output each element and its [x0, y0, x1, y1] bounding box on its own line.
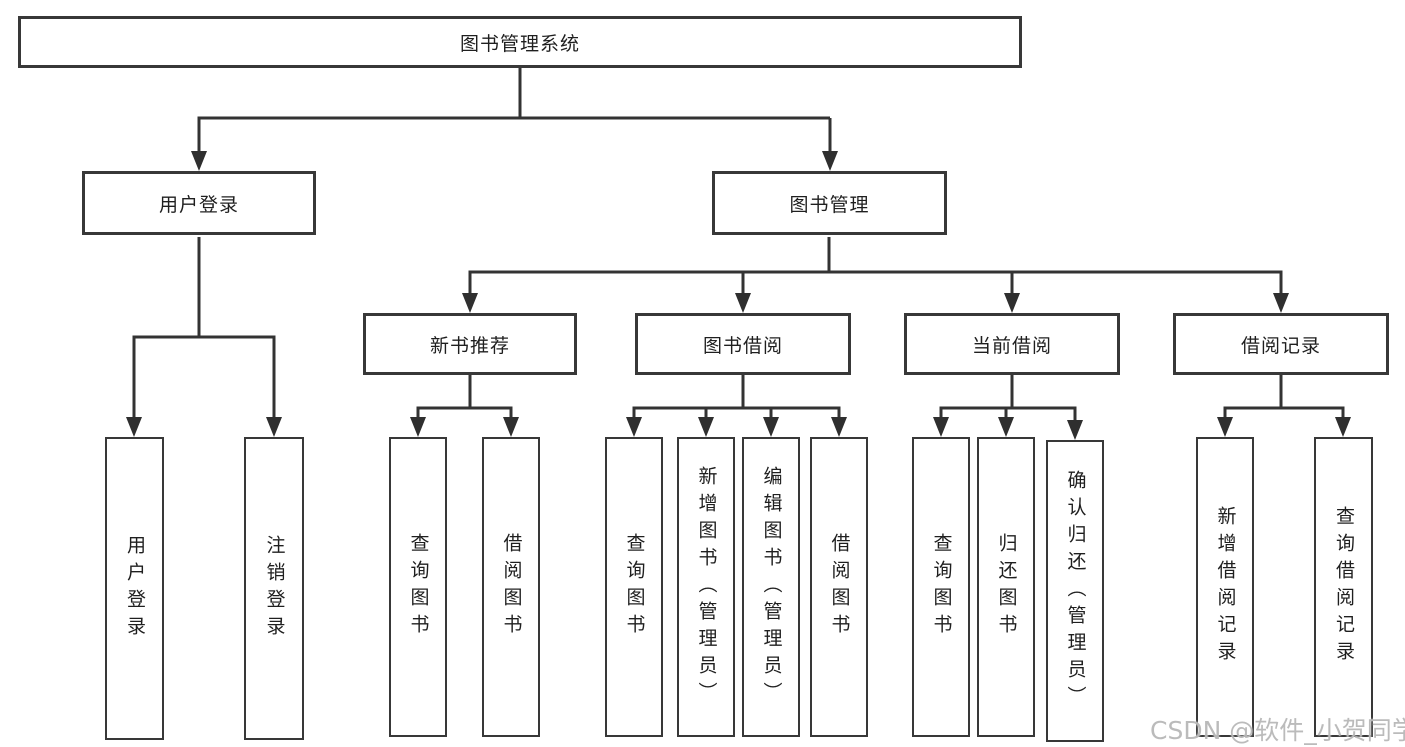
borrow-records-label: 借阅记录: [1240, 334, 1321, 357]
leaf-logout-label: 注销登录: [263, 534, 286, 643]
leaf-edit-books-admin-label: 编辑图书（管理员）: [760, 465, 783, 709]
leaf-add-borrow-record-label: 新增借阅记录: [1214, 506, 1237, 668]
book-mgmt-branch-label: 图书管理: [789, 193, 870, 216]
node-leaf-query-books-1: 查询图书: [389, 437, 447, 737]
node-new-book-recommend: 新书推荐: [363, 313, 577, 375]
root-label: 图书管理系统: [459, 32, 580, 55]
node-leaf-return-books: 归还图书: [977, 437, 1035, 737]
node-current-borrow: 当前借阅: [904, 313, 1120, 375]
leaf-confirm-return-admin-label: 确认归还（管理员）: [1064, 469, 1087, 713]
leaf-return-books-label: 归还图书: [995, 533, 1018, 641]
leaf-add-books-admin-label: 新增图书（管理员）: [695, 465, 718, 709]
node-leaf-confirm-return-admin: 确认归还（管理员）: [1046, 440, 1104, 742]
node-leaf-borrow-books-2: 借阅图书: [810, 437, 868, 737]
connector-userlogin-to-leaves: [132, 237, 276, 419]
csdn-watermark: CSDN @软件_小贺同学: [1150, 716, 1405, 745]
node-book-borrow: 图书借阅: [635, 313, 851, 375]
leaf-query-books-1-label: 查询图书: [407, 533, 430, 641]
new-book-recommend-label: 新书推荐: [429, 334, 510, 357]
book-borrow-label: 图书借阅: [702, 334, 783, 357]
node-leaf-query-books-2: 查询图书: [605, 437, 663, 737]
node-leaf-query-books-3: 查询图书: [912, 437, 970, 737]
user-login-branch-label: 用户登录: [158, 193, 239, 216]
node-leaf-logout: 注销登录: [244, 437, 304, 740]
connector-root-to-level2: [197, 68, 832, 153]
leaf-user-login-label: 用户登录: [124, 534, 146, 643]
node-leaf-borrow-books-1: 借阅图书: [482, 437, 540, 737]
leaf-query-books-3-label: 查询图书: [930, 533, 953, 641]
leaf-query-borrow-record-label: 查询借阅记录: [1333, 506, 1355, 668]
leaf-query-books-2-label: 查询图书: [623, 533, 646, 641]
node-root-system: 图书管理系统: [18, 16, 1022, 68]
connector-currentborrow-to-leaves: [939, 375, 1077, 422]
current-borrow-label: 当前借阅: [971, 334, 1052, 357]
node-leaf-add-books-admin: 新增图书（管理员）: [677, 437, 735, 737]
node-leaf-query-borrow-record: 查询借阅记录: [1314, 437, 1373, 737]
arrowheads: [126, 151, 1351, 440]
leaf-borrow-books-2-label: 借阅图书: [828, 533, 851, 641]
node-book-mgmt-branch: 图书管理: [712, 171, 947, 235]
node-leaf-user-login: 用户登录: [105, 437, 164, 740]
node-leaf-edit-books-admin: 编辑图书（管理员）: [742, 437, 800, 737]
node-borrow-records: 借阅记录: [1173, 313, 1389, 375]
leaf-borrow-books-1-label: 借阅图书: [500, 533, 523, 641]
connector-bookmgmt-to-level3: [468, 237, 1283, 295]
connector-newbookrec-to-leaves: [416, 375, 513, 419]
connector-borrowrecords-to-leaves: [1223, 375, 1345, 419]
node-leaf-add-borrow-record: 新增借阅记录: [1196, 437, 1254, 737]
node-user-login-branch: 用户登录: [82, 171, 316, 235]
connector-bookborrow-to-leaves: [632, 375, 841, 419]
